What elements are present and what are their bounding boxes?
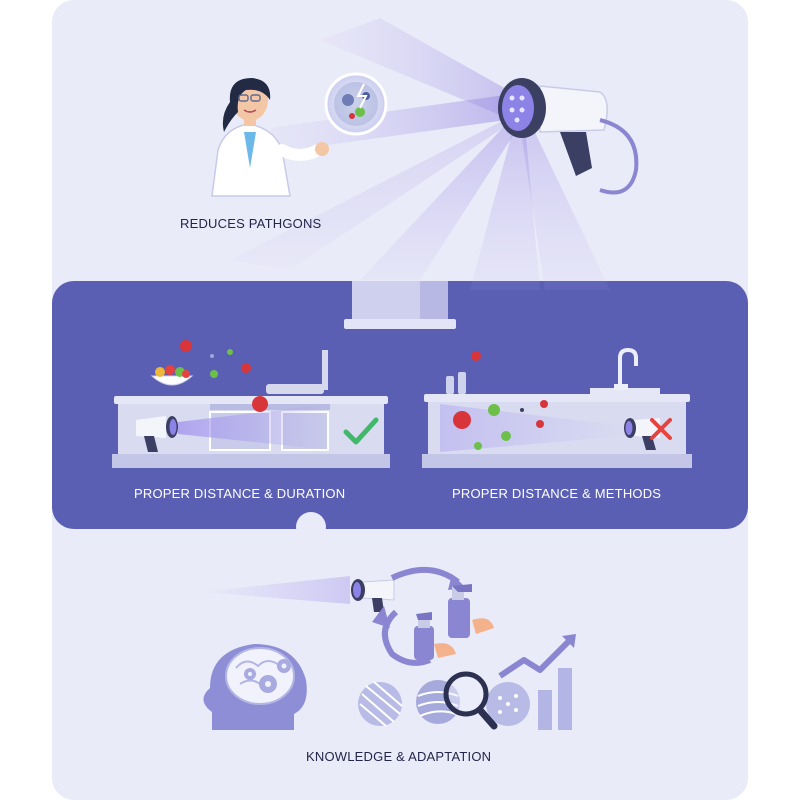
uv-beam-right xyxy=(440,404,626,452)
pathogens-right xyxy=(453,351,548,450)
caption-knowledge-adaptation: KNOWLEDGE & ADAPTATION xyxy=(306,749,492,764)
uv-beam-left xyxy=(178,404,330,450)
range-hood-icon xyxy=(344,281,456,329)
brain-gears-icon xyxy=(203,644,307,730)
caption-proper-distance-methods: PROPER DISTANCE & METHODS xyxy=(452,486,662,501)
cross-icon xyxy=(650,418,672,440)
uv-beam-bottom xyxy=(200,576,350,604)
growth-chart-icon xyxy=(498,634,576,730)
cycle-arrows-icon xyxy=(372,566,466,666)
petri-dish-icon xyxy=(324,72,388,136)
uv-flashlight-icon xyxy=(498,78,639,195)
caption-reduces-pathogens: REDUCES PATHGONS xyxy=(180,216,322,231)
caption-proper-distance-duration: PROPER DISTANCE & DURATION xyxy=(134,486,346,501)
uv-flashlight-small-left xyxy=(136,416,178,452)
surface-texture-samples-icon xyxy=(358,680,530,727)
faucet-icon xyxy=(614,347,638,390)
scientist xyxy=(211,78,329,197)
check-icon xyxy=(343,417,379,445)
magnifier-icon xyxy=(443,671,498,730)
spray-bottle-icon xyxy=(414,584,494,660)
pathogens-left xyxy=(180,340,268,412)
uv-flashlight-bottom-icon xyxy=(351,579,395,612)
uv-beams-top xyxy=(230,18,610,290)
band-notch xyxy=(296,512,326,542)
